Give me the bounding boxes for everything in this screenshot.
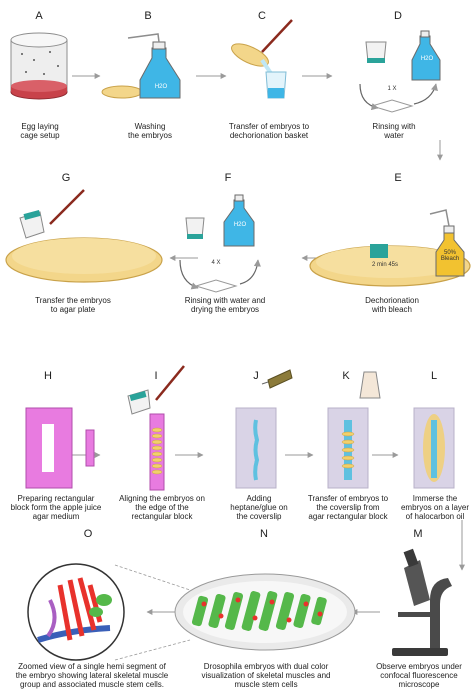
embryo-visualization-icon (174, 573, 356, 651)
step-letter-o: O (83, 528, 93, 540)
step-caption-f: Rinsing with water and drying the embryo… (184, 296, 266, 314)
step-caption-o: Zoomed view of a single hemi segment of … (15, 662, 169, 689)
rinse-once-icon (359, 30, 441, 113)
egg-laying-cage-icon (10, 32, 68, 100)
coverslip-transfer-icon (327, 371, 381, 489)
step-caption-i: Aligning the embryos on the edge of the … (119, 494, 205, 521)
step-letter-i: I (154, 370, 158, 382)
agar-plate-transfer-icon (5, 189, 163, 283)
step-caption-h: Preparing rectangular block form the app… (10, 494, 102, 521)
agar-block-icon (25, 407, 95, 489)
step-letter-g: G (61, 172, 71, 184)
basket-transfer-icon (231, 19, 293, 99)
step-letter-n: N (260, 528, 268, 540)
step-letter-j: J (253, 370, 259, 382)
step-caption-e: Dechorionation with bleach (365, 296, 419, 314)
halocarbon-oil-icon (413, 407, 455, 489)
step-letter-d: D (394, 10, 402, 22)
align-embryos-icon (127, 365, 185, 491)
step-caption-l: Immerse the embryos on a layer of haloca… (400, 494, 470, 521)
water-label-f: H2O (233, 222, 247, 228)
step-letter-f: F (224, 172, 232, 184)
step-letter-l: L (430, 370, 438, 382)
step-letter-c: C (258, 10, 266, 22)
step-letter-e: E (394, 172, 402, 184)
step-caption-g: Transfer the embryos to agar plate (35, 296, 111, 314)
step-caption-m: Observe embryos under confocal fluoresce… (376, 662, 462, 689)
step-caption-k: Transfer of embryos to the coverslip fro… (307, 494, 389, 521)
step-letter-h: H (44, 370, 52, 382)
rinse-dry-icon (179, 194, 261, 293)
step-letter-m: M (413, 528, 423, 540)
step-caption-a: Egg laying cage setup (20, 122, 60, 140)
bleach-label: 50% Bleach (440, 250, 460, 262)
step-caption-c: Transfer of embryos to dechorionation ba… (228, 122, 310, 140)
step-letter-b: B (144, 10, 152, 22)
step-caption-n: Drosophila embryos with dual color visua… (201, 662, 331, 689)
rinse-count-f: 4 X (211, 260, 221, 266)
microscope-icon (392, 548, 452, 656)
water-label-b: H2O (154, 84, 168, 90)
step-caption-b: Washing the embryos (127, 122, 173, 140)
hemisegment-zoom-icon (27, 563, 191, 661)
glue-coverslip-icon (235, 369, 293, 489)
step-caption-j: Adding heptane/glue on the coverslip (230, 494, 288, 521)
washing-icon (101, 33, 181, 99)
bleach-dechorionation-icon (309, 209, 471, 287)
step-letter-k: K (342, 370, 350, 382)
rinse-count-d: 1 X (387, 86, 397, 92)
step-letter-a: A (35, 10, 43, 22)
timer-label: 2 min 45s (371, 262, 398, 268)
water-label-d: H2O (420, 56, 434, 62)
step-caption-d: Rinsing with water (372, 122, 416, 140)
